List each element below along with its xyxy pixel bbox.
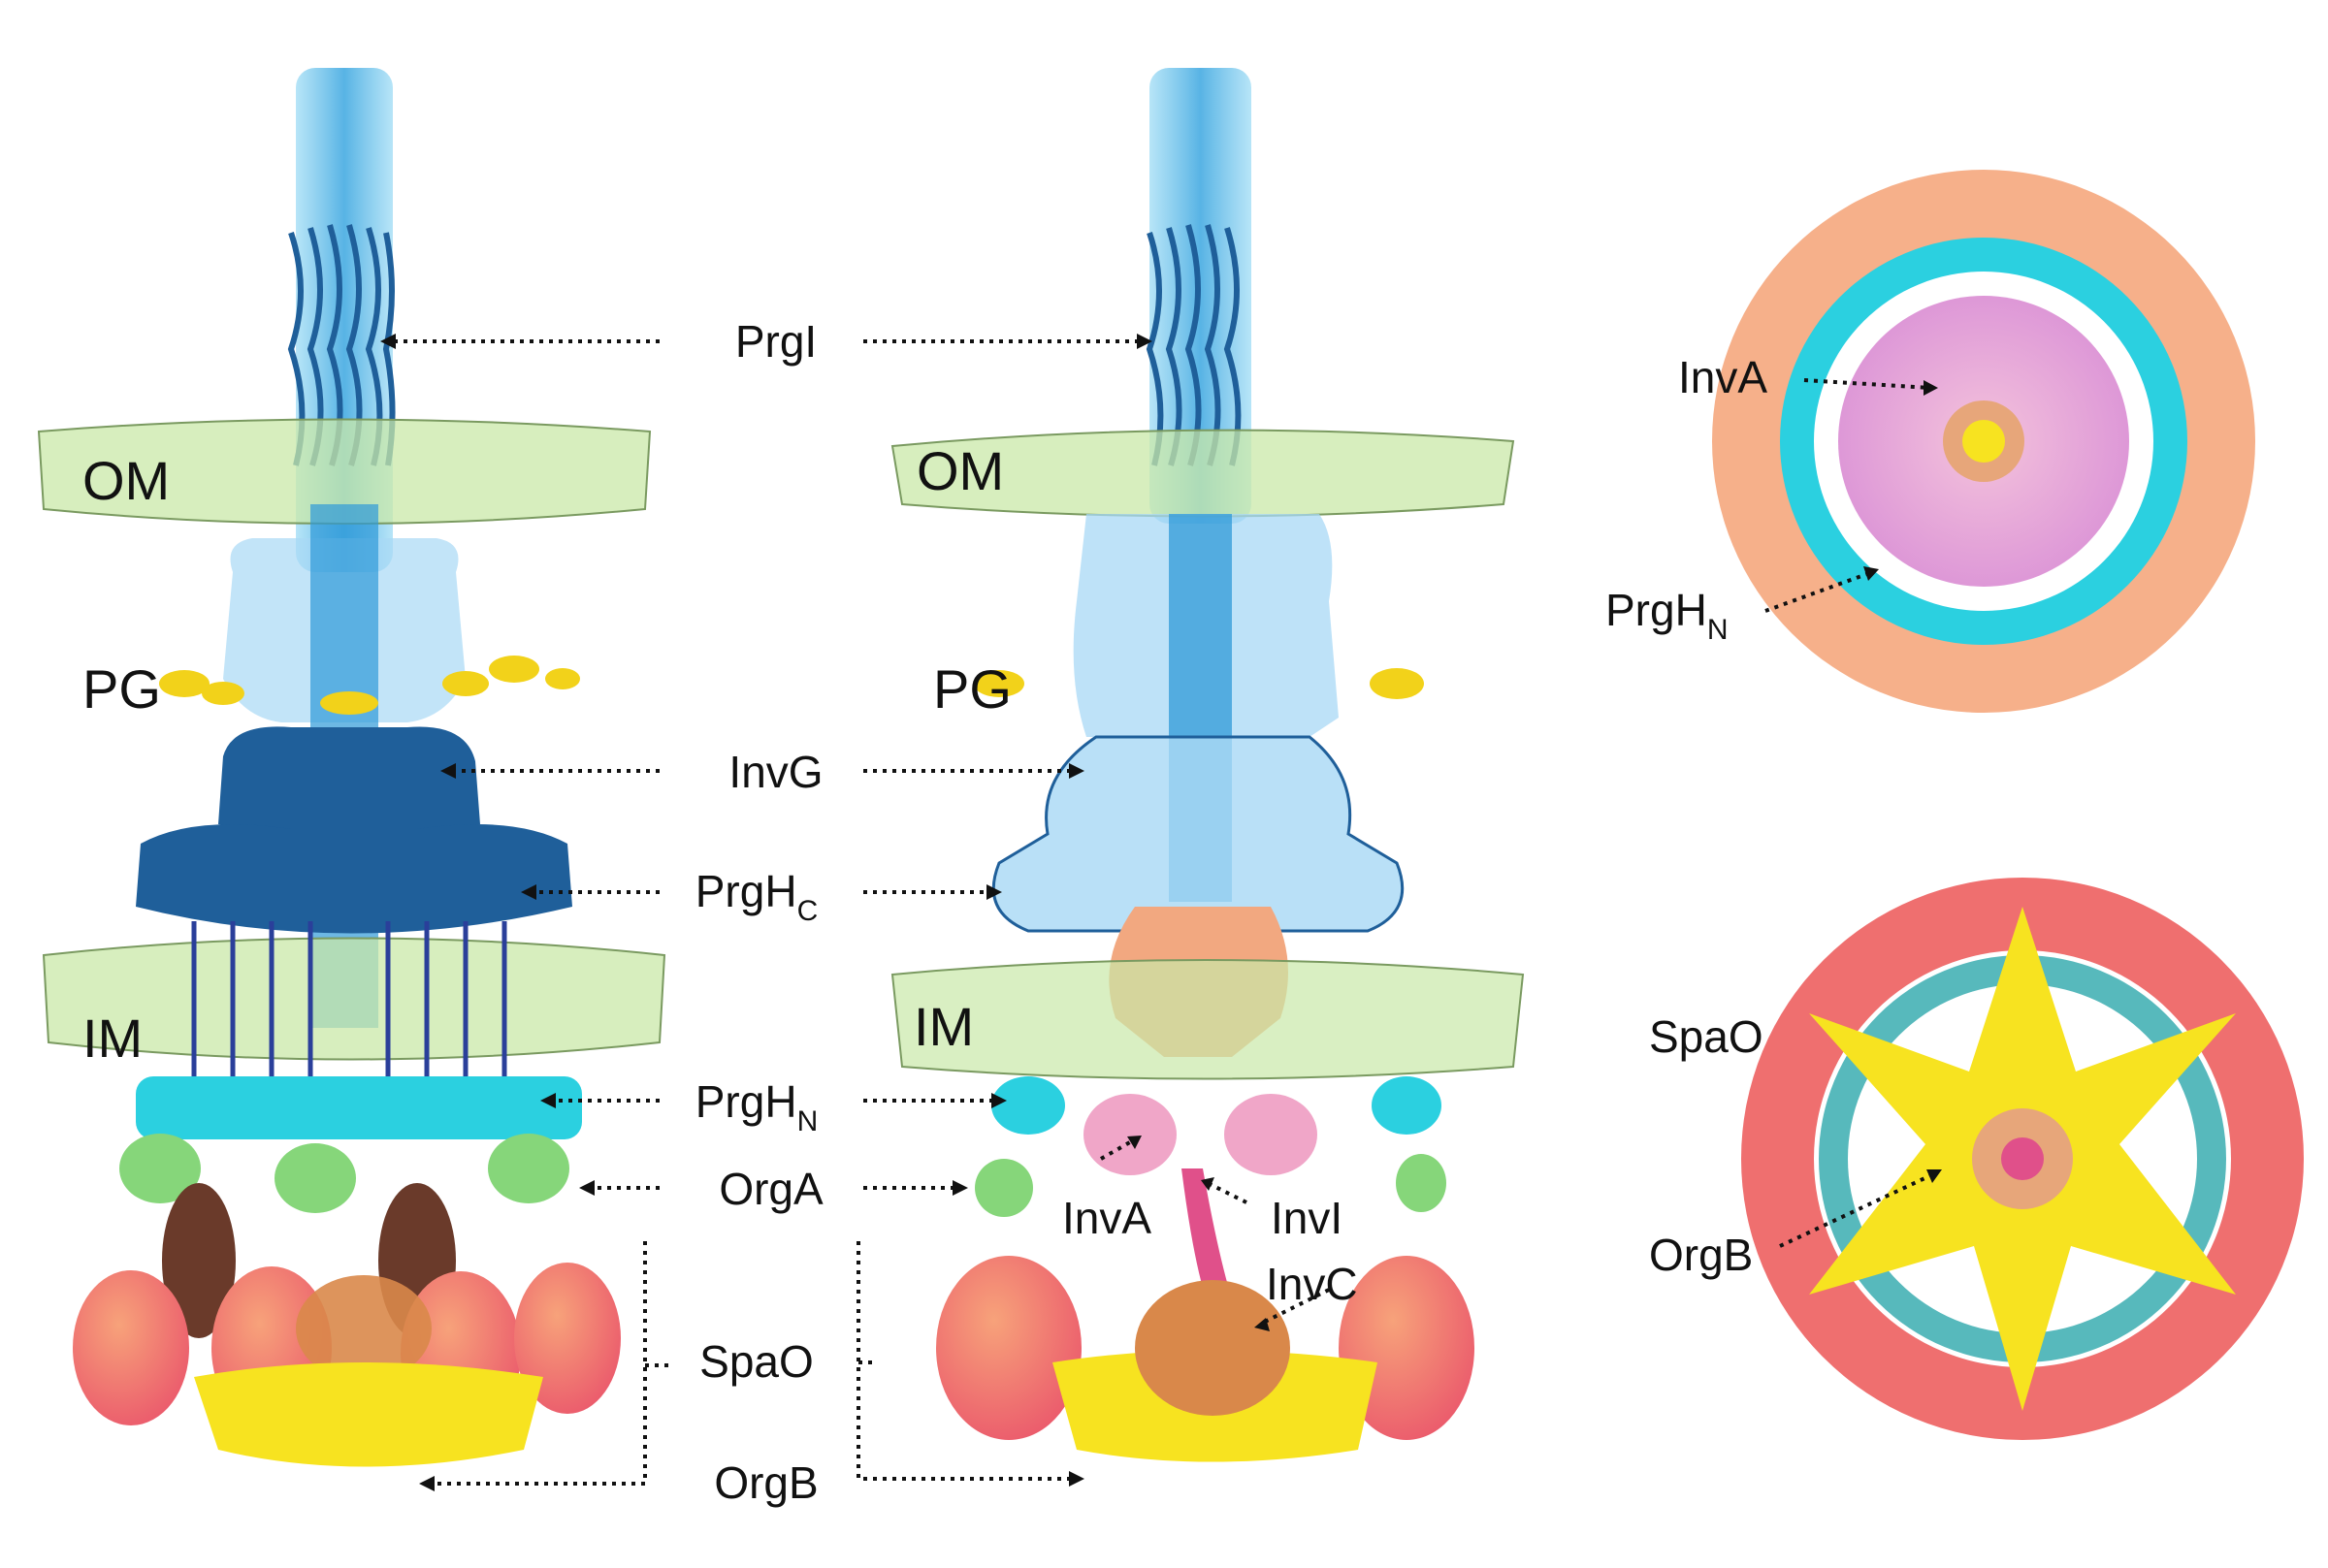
label-prghc-sub: C	[797, 895, 819, 927]
label-prghc: PrgHC	[695, 866, 818, 927]
topview-inva-ring	[1712, 170, 2255, 713]
left-assembly	[37, 68, 666, 1467]
mid-invc	[1135, 1280, 1290, 1416]
left-outer-membrane	[37, 418, 652, 525]
label-prghn: PrgHN	[695, 1076, 818, 1137]
label-om-mid: OM	[917, 440, 1004, 501]
label-invc: InvC	[1266, 1259, 1358, 1309]
label-prghn-top: PrgHN	[1605, 585, 1728, 646]
label-inva-mid: InvA	[1062, 1193, 1151, 1243]
left-inner-membrane	[42, 937, 666, 1061]
middle-assembly	[890, 68, 1525, 1462]
mid-inva	[1083, 1094, 1317, 1175]
topview-orgb-ring	[1741, 878, 2304, 1440]
left-prghn-ring	[136, 1076, 582, 1139]
label-prghn-top-sub: N	[1707, 614, 1729, 646]
leader-lines	[380, 334, 1942, 1491]
arrowheads	[380, 334, 1942, 1491]
label-prgi: PrgI	[735, 316, 817, 367]
mid-invg	[991, 735, 1405, 933]
left-peptidoglycan	[159, 656, 580, 715]
label-invi: InvI	[1271, 1193, 1342, 1243]
left-orga	[119, 1134, 569, 1213]
label-prghn-top-main: PrgH	[1605, 585, 1707, 635]
left-invg-ring	[218, 726, 480, 839]
label-prghn-main: PrgH	[695, 1076, 797, 1127]
mid-prghn	[991, 1076, 1441, 1135]
mid-outer-membrane	[890, 429, 1515, 518]
mid-peptidoglycan	[974, 668, 1424, 699]
label-om-left: OM	[82, 450, 170, 511]
label-spao: SpaO	[699, 1336, 814, 1387]
labels: PrgI OM OM PG PG InvG PrgHC IM IM PrgHN …	[82, 316, 1767, 1508]
label-spao-top: SpaO	[1649, 1011, 1763, 1062]
label-pg-mid: PG	[933, 658, 1012, 720]
left-invc	[296, 1275, 432, 1382]
left-connector-helices	[191, 921, 507, 1076]
label-prghc-main: PrgH	[695, 866, 797, 916]
left-orgb	[194, 1362, 543, 1467]
mid-orga	[975, 1154, 1446, 1217]
mid-invi	[1181, 1168, 1232, 1304]
label-invg: InvG	[728, 747, 823, 797]
mid-inner-membrane	[890, 959, 1525, 1080]
label-pg-left: PG	[82, 658, 161, 720]
label-orgb-top: OrgB	[1649, 1230, 1753, 1280]
label-im-left: IM	[82, 1008, 143, 1069]
label-inva-top: InvA	[1678, 352, 1767, 402]
label-orga: OrgA	[719, 1164, 824, 1214]
label-orgb: OrgB	[714, 1457, 818, 1508]
left-prghc-ring	[136, 824, 572, 934]
label-im-mid: IM	[914, 996, 974, 1057]
mid-spao	[936, 1256, 1474, 1440]
label-prghn-sub: N	[797, 1105, 819, 1137]
